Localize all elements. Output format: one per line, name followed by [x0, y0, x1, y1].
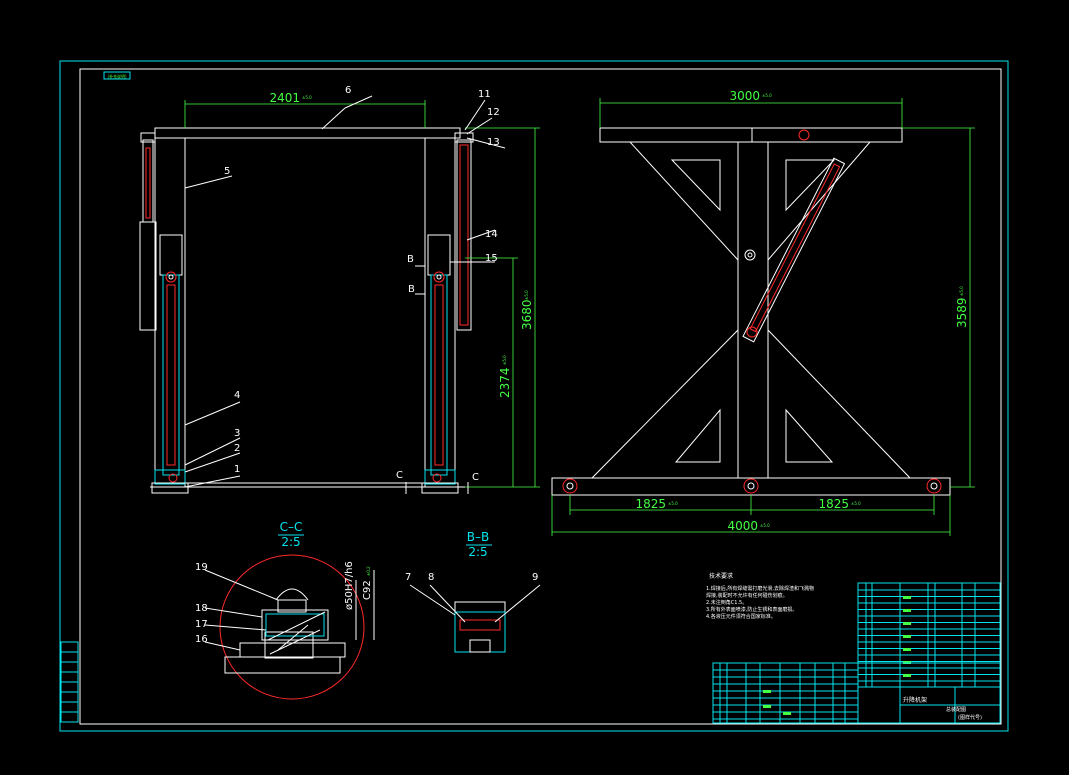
balloon-1: 1: [234, 464, 240, 475]
fit-dim: ø50H7/h6: [344, 561, 355, 610]
side-cylinder: [742, 157, 846, 343]
chamfer-dim: C92: [362, 580, 373, 600]
dim-bottom-right: 1825: [818, 497, 849, 511]
notes-line-1: 1.焊接后,所有焊缝需打磨光滑,去除焊渣和飞溅物: [706, 585, 814, 592]
table-cell-mark: [903, 674, 911, 677]
balloon-3: 3: [234, 428, 240, 439]
balloon-5: 5: [224, 166, 230, 177]
detail-circle: [219, 554, 365, 700]
table-cell-mark: [903, 622, 911, 625]
balloon-15: 15: [485, 253, 498, 264]
section-bb-scale: 2:5: [468, 545, 487, 559]
table-cell-mark: [903, 596, 911, 599]
side-top-beam: [599, 127, 903, 143]
dim-bottom-left-tol: ±5.0: [668, 501, 678, 506]
balloon-14: 14: [485, 229, 498, 240]
balloon-7: 7: [405, 572, 411, 583]
section-mark-c2: C: [472, 472, 479, 483]
top-beam: [154, 127, 461, 139]
balloon-19: 19: [195, 562, 208, 573]
dim-width-tol: ±5.0: [302, 95, 312, 100]
section-cc: C–C 2:5 ø50H7/h6 C92 ±0.2 19 18 17 16: [195, 520, 375, 700]
table-cell-mark: [783, 712, 791, 715]
notes-line-5: 4.各液压元件须符合国家标准。: [706, 613, 776, 620]
notes-title: 技术要求: [709, 572, 733, 580]
title-block: 升降机架 总装配图 (图样代号): [712, 582, 1001, 724]
dim-height-2374-tol: ±5.0: [502, 355, 507, 365]
balloon-8: 8: [428, 572, 434, 583]
left-margin-table: [60, 641, 79, 723]
table-cell-mark: [763, 705, 771, 708]
balloon-12: 12: [487, 107, 500, 118]
dim-top-tol: ±5.0: [762, 93, 772, 98]
balloon-6: 6: [345, 85, 351, 96]
sheet-inner-border: [79, 68, 1002, 725]
dim-top-3000: 3000: [729, 89, 760, 103]
table-cell-mark: [763, 690, 771, 693]
side-base: [551, 477, 951, 496]
chamfer-tol: ±0.2: [366, 566, 371, 576]
left-column: [154, 137, 186, 484]
title-sub: (图样代号): [958, 714, 982, 721]
balloon-2: 2: [234, 443, 240, 454]
notes-line-3: 2.未注倒角C1.5。: [706, 599, 747, 606]
balloon-16: 16: [195, 634, 208, 645]
dim-height-3680: 3680: [520, 299, 534, 330]
table-cell-mark: [903, 648, 911, 651]
dim-total-tol: ±5.0: [760, 523, 770, 528]
section-mark-b2: B: [408, 284, 415, 295]
stamp-box: [103, 71, 131, 80]
balloon-17: 17: [195, 619, 208, 630]
balloon-11: 11: [478, 89, 491, 100]
dim-width-2401: 2401: [269, 91, 300, 105]
sheet-outer-border: [59, 60, 1009, 732]
notes-line-2: 焊接,装配时不允许有任何碰伤划痕。: [706, 592, 788, 599]
table-cell-mark: [903, 635, 911, 638]
section-bb-title: B–B: [467, 530, 489, 544]
dim-height-3589-tol: ±5.0: [959, 286, 964, 296]
dim-bottom-right-tol: ±5.0: [851, 501, 861, 506]
side-view: 3000 ±5.0 3589 ±5.0 1825 ±5.0 1825 ±5.0 …: [551, 89, 975, 536]
title-drawing-no: 总装配图: [946, 706, 966, 713]
title-name: 升降机架: [903, 696, 927, 704]
dim-total-4000: 4000: [727, 519, 758, 533]
front-view: 2401 ±5.0 3680 ±5.0 2374 ±5.0 B B C C 6 …: [139, 85, 540, 494]
right-column: [424, 137, 456, 484]
dim-height-3680-tol: ±5.0: [524, 290, 529, 300]
section-mark-c1: C: [396, 470, 403, 481]
table-cell-mark: [903, 609, 911, 612]
section-bb: B–B 2:5 7 8 9: [405, 530, 541, 653]
dim-bottom-left: 1825: [635, 497, 666, 511]
dim-height-3589: 3589: [955, 297, 969, 328]
stamp-text: (补充说明): [107, 73, 127, 79]
balloon-18: 18: [195, 603, 208, 614]
section-cc-title: C–C: [280, 520, 303, 534]
dim-height-2374: 2374: [498, 367, 512, 398]
technical-notes: 技术要求 1.焊接后,所有焊缝需打磨光滑,去除焊渣和飞溅物 焊接,装配时不允许有…: [706, 572, 814, 620]
balloon-13: 13: [487, 137, 500, 148]
notes-line-4: 3.所有外表面喷漆,防止生锈和表面磨损。: [706, 606, 797, 613]
balloon-9: 9: [532, 572, 538, 583]
parts-list: [713, 583, 1000, 723]
section-mark-b1: B: [407, 254, 414, 265]
balloon-4: 4: [234, 390, 240, 401]
section-cc-scale: 2:5: [281, 535, 300, 549]
